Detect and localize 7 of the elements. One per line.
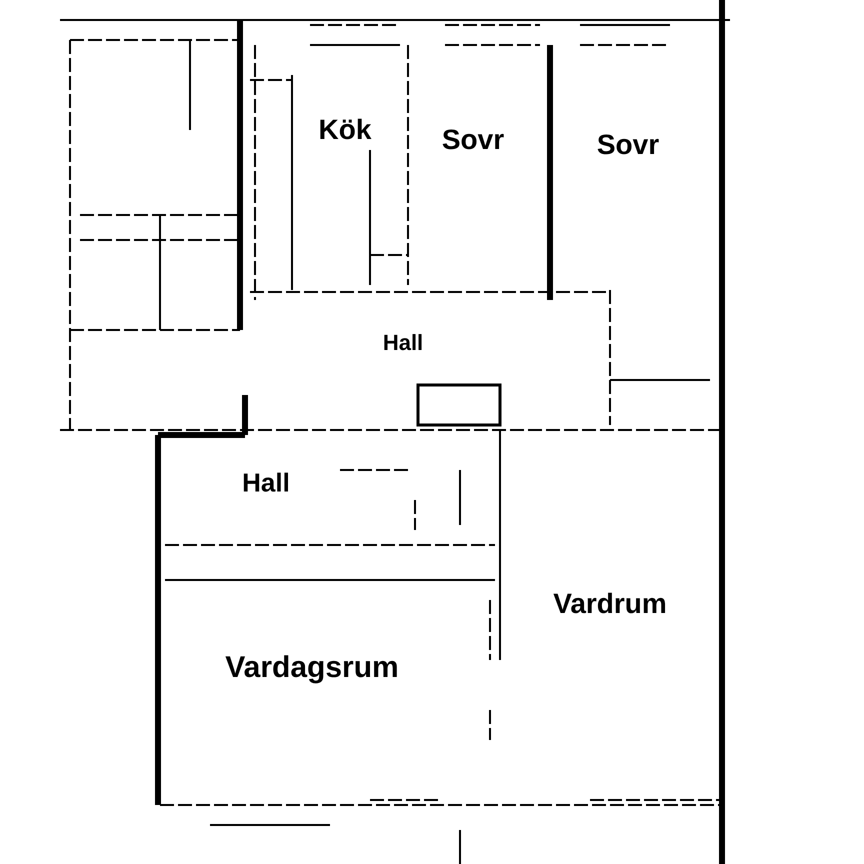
room-label: Vardrum [553,588,667,620]
room-label: Hall [242,468,290,498]
room-label: Sovr [442,124,504,156]
room-label: Hall [382,330,424,356]
room-label: Sovr [596,129,660,161]
room-label: Kök [318,114,372,146]
room-label: Vardagsrum [225,651,399,685]
